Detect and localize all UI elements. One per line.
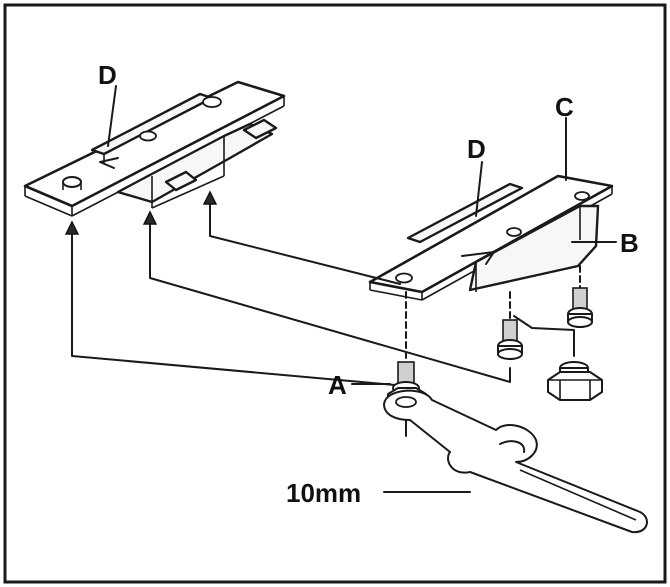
assembly-leader-lines — [64, 190, 581, 437]
screw-2 — [567, 287, 593, 328]
arrowhead-left-stud — [64, 220, 80, 235]
left-bracket-stud — [62, 176, 82, 188]
label-wrench-size: 10mm — [286, 478, 361, 508]
left-bracket — [23, 80, 286, 217]
left-bracket-tab-2 — [242, 118, 278, 140]
wrench-jaw-slot — [499, 440, 526, 453]
screw-1 — [497, 319, 523, 360]
screw-1-thread — [502, 319, 518, 343]
leader-left-channel — [149, 221, 511, 383]
arrowhead-left-tab — [202, 190, 218, 205]
nut-body — [547, 371, 603, 401]
label-a: A — [328, 370, 347, 400]
wrench-icon — [383, 389, 648, 534]
label-d-right: D — [467, 134, 486, 164]
hex-nut — [547, 361, 603, 401]
leader-nut — [513, 315, 575, 357]
label-c: C — [555, 92, 574, 122]
left-bracket-hole-2 — [139, 130, 157, 142]
label-b: B — [620, 228, 639, 258]
diagram-frame — [3, 3, 667, 584]
right-bracket-rail — [406, 182, 524, 244]
wrench-body — [383, 389, 648, 534]
right-bracket-d-arrow — [461, 251, 495, 265]
right-bracket — [368, 174, 614, 301]
leader-d-left — [107, 85, 117, 147]
leader-left-tab — [209, 201, 401, 285]
left-bracket-d-arrow — [99, 157, 119, 169]
leader-left-stud — [71, 231, 407, 387]
screw-2-thread — [572, 287, 588, 311]
right-bracket-hole-3 — [574, 191, 590, 201]
wrench-ring-hole — [395, 396, 417, 408]
right-bracket-hole-a — [395, 272, 413, 284]
label-d-left: D — [98, 60, 117, 90]
arrowhead-left-channel — [142, 210, 158, 225]
leader-d-right — [475, 161, 483, 217]
left-bracket-tab-1 — [164, 170, 198, 192]
left-bracket-hole-1 — [202, 96, 222, 108]
right-bracket-hole-2 — [506, 227, 522, 237]
